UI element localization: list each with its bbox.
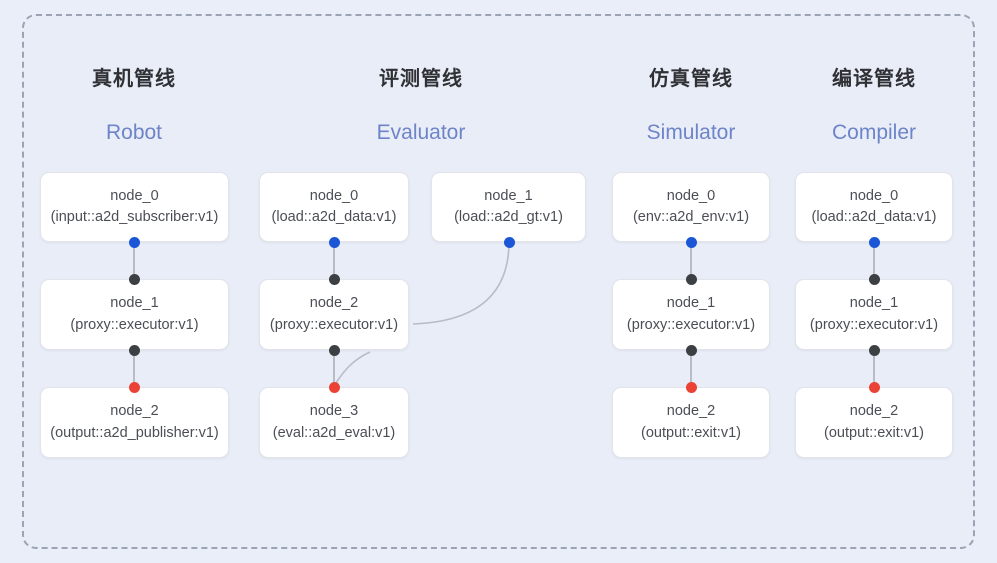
node-name: node_2 xyxy=(309,295,359,312)
node-compiler-1[interactable]: node_1 (proxy::executor:v1) xyxy=(795,279,953,350)
node-name: node_3 xyxy=(309,403,359,420)
node-name: node_2 xyxy=(666,403,716,420)
node-spec: (proxy::executor:v1) xyxy=(809,316,939,333)
column-title-en-compiler: Compiler xyxy=(831,121,917,144)
column-title-en-robot: Robot xyxy=(105,121,163,144)
node-spec: (load::a2d_data:v1) xyxy=(271,209,397,225)
edge-compiler-1-2 xyxy=(873,350,875,387)
node-evaluator-gt[interactable]: node_1 (load::a2d_gt:v1) xyxy=(431,172,586,242)
port-output-robot-0[interactable] xyxy=(128,236,140,248)
node-robot-1[interactable]: node_1 (proxy::executor:v1) xyxy=(40,279,229,350)
port-output-evaluator-2[interactable] xyxy=(328,344,340,356)
edge-evaluator-0-2 xyxy=(333,242,335,279)
port-input-evaluator-3[interactable] xyxy=(328,381,340,393)
node-robot-2[interactable]: node_2 (output::a2d_publisher:v1) xyxy=(40,387,229,458)
node-name: node_0 xyxy=(110,187,159,204)
node-name: node_0 xyxy=(849,187,899,204)
node-spec: (input::a2d_subscriber:v1) xyxy=(50,209,219,225)
column-title-cn-compiler: 编译管线 xyxy=(832,68,916,90)
node-name: node_0 xyxy=(309,187,359,204)
port-input-robot-1[interactable] xyxy=(128,273,140,285)
node-spec: (proxy::executor:v1) xyxy=(70,316,199,333)
port-output-simulator-1[interactable] xyxy=(685,344,697,356)
node-evaluator-2[interactable]: node_2 (proxy::executor:v1) xyxy=(259,279,409,350)
node-spec: (output::exit:v1) xyxy=(824,424,924,441)
node-compiler-2[interactable]: node_2 (output::exit:v1) xyxy=(795,387,953,458)
port-output-evaluator-0[interactable] xyxy=(328,236,340,248)
port-output-evaluator-gt[interactable] xyxy=(503,236,515,248)
node-name: node_1 xyxy=(666,295,716,312)
edge-simulator-0-1 xyxy=(690,242,692,279)
column-header-simulator: 仿真管线 Simulator xyxy=(571,62,811,145)
node-evaluator-3[interactable]: node_3 (eval::a2d_eval:v1) xyxy=(259,387,409,458)
column-header-evaluator: 评测管线 Evaluator xyxy=(301,62,541,145)
port-input-robot-2[interactable] xyxy=(128,381,140,393)
node-name: node_1 xyxy=(849,295,899,312)
port-input-compiler-1[interactable] xyxy=(868,273,880,285)
port-output-simulator-0[interactable] xyxy=(685,236,697,248)
column-title-en-evaluator: Evaluator xyxy=(376,121,466,144)
node-name: node_2 xyxy=(849,403,899,420)
node-name: node_0 xyxy=(666,187,716,204)
column-header-robot: 真机管线 Robot xyxy=(14,62,254,145)
port-output-compiler-1[interactable] xyxy=(868,344,880,356)
edge-simulator-1-2 xyxy=(690,350,692,387)
node-spec: (eval::a2d_eval:v1) xyxy=(272,424,396,441)
edge-robot-0-1 xyxy=(133,242,135,279)
node-spec: (output::a2d_publisher:v1) xyxy=(50,424,219,441)
node-evaluator-0[interactable]: node_0 (load::a2d_data:v1) xyxy=(259,172,409,242)
column-title-cn-evaluator: 评测管线 xyxy=(379,68,463,90)
node-robot-0[interactable]: node_0 (input::a2d_subscriber:v1) xyxy=(40,172,229,242)
port-input-simulator-2[interactable] xyxy=(685,381,697,393)
edge-robot-1-2 xyxy=(133,350,135,387)
node-simulator-1[interactable]: node_1 (proxy::executor:v1) xyxy=(612,279,770,350)
port-input-compiler-2[interactable] xyxy=(868,381,880,393)
node-spec: (load::a2d_data:v1) xyxy=(811,209,937,225)
node-spec: (proxy::executor:v1) xyxy=(269,316,399,333)
node-spec: (output::exit:v1) xyxy=(641,424,741,441)
node-name: node_2 xyxy=(110,403,159,420)
node-spec: (load::a2d_gt:v1) xyxy=(454,209,563,225)
port-input-simulator-1[interactable] xyxy=(685,273,697,285)
column-header-compiler: 编译管线 Compiler xyxy=(754,62,994,145)
column-title-cn-simulator: 仿真管线 xyxy=(649,68,733,90)
port-input-evaluator-2[interactable] xyxy=(328,273,340,285)
node-spec: (env::a2d_env:v1) xyxy=(632,209,750,225)
column-title-en-simulator: Simulator xyxy=(646,121,736,144)
node-simulator-0[interactable]: node_0 (env::a2d_env:v1) xyxy=(612,172,770,242)
port-output-compiler-0[interactable] xyxy=(868,236,880,248)
node-simulator-2[interactable]: node_2 (output::exit:v1) xyxy=(612,387,770,458)
node-name: node_1 xyxy=(484,187,533,204)
node-name: node_1 xyxy=(110,295,159,312)
node-compiler-0[interactable]: node_0 (load::a2d_data:v1) xyxy=(795,172,953,242)
port-output-robot-1[interactable] xyxy=(128,344,140,356)
column-title-cn-robot: 真机管线 xyxy=(92,68,176,90)
edge-compiler-0-1 xyxy=(873,242,875,279)
node-spec: (proxy::executor:v1) xyxy=(626,316,756,333)
